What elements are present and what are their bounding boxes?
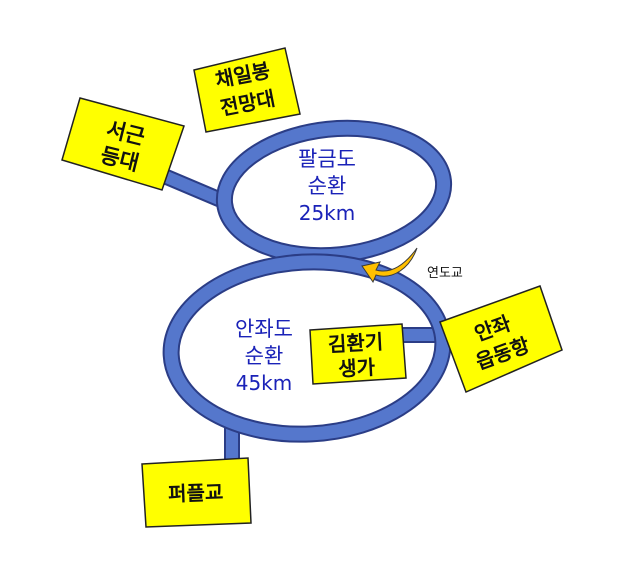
palgeum-loop-name: 팔금도 [298, 147, 356, 171]
kimhwangi-line1: 김환기 [327, 330, 383, 357]
anjwa-port-box: 안좌 읍동항 [439, 285, 563, 394]
anjwa-loop-ring [162, 253, 452, 443]
kimhwangi-line2: 생가 [338, 355, 377, 381]
palgeum-loop-ring [215, 119, 453, 265]
purple-bridge-label: 퍼플교 [168, 480, 224, 506]
seogeun-lighthouse-box: 서근 등대 [61, 97, 185, 191]
anjwa-loop-distance: 45km [236, 371, 293, 395]
kimhwangi-birthplace-box: 김환기 생가 [309, 323, 407, 385]
anjwa-loop-type: 순환 [245, 344, 284, 368]
bridge-label: 연도교 [427, 266, 463, 281]
palgeum-loop-distance: 25km [299, 201, 356, 225]
anjwa-loop-name: 안좌도 [235, 317, 293, 341]
chaeilbong-observatory-box: 채일봉 전망대 [193, 47, 301, 133]
bridge-arrow-icon [361, 247, 418, 284]
palgeum-loop-type: 순환 [308, 174, 347, 198]
purple-bridge-box: 퍼플교 [141, 457, 252, 528]
